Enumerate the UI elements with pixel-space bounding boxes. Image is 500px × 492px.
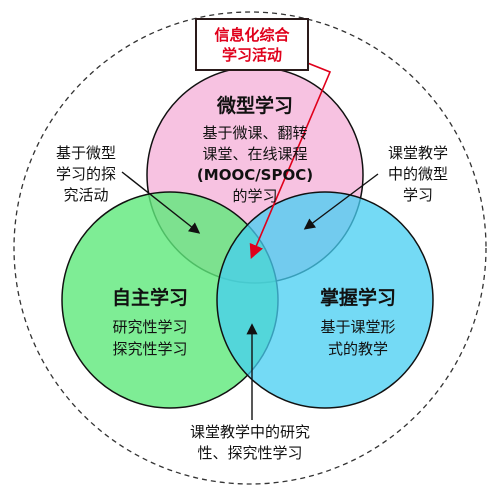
bottom-callout-line-1: 课堂教学中的研究 xyxy=(189,423,310,441)
mastery-learning-circle xyxy=(216,191,434,409)
left-callout-line-3: 究活动 xyxy=(63,186,109,204)
micro-learning-desc: 基于微课、翻转 课堂、在线课程 (MOOC/SPOC) 的学习 xyxy=(170,123,340,207)
left-callout-arrow xyxy=(121,171,201,234)
autonomous-learning-desc: 研究性学习 探究性学习 xyxy=(80,316,220,360)
micro-line-4: 的学习 xyxy=(232,187,278,205)
right-callout-arrow xyxy=(303,173,379,230)
micro-line-2: 课堂、在线课程 xyxy=(202,145,308,163)
mastery-learning-title: 掌握学习 xyxy=(319,287,396,309)
left-callout: 基于微型 学习的探 究活动 xyxy=(36,143,136,206)
right-callout-line-3: 学习 xyxy=(402,186,433,204)
title-line-2: 学习活动 xyxy=(221,45,282,64)
title-line-1: 信息化综合 xyxy=(214,25,290,44)
left-callout-line-1: 基于微型 xyxy=(55,144,116,162)
autonomous-learning-title: 自主学习 xyxy=(111,287,188,309)
micro-learning-title: 微型学习 xyxy=(216,95,293,117)
bottom-callout-line-2: 性、探究性学习 xyxy=(197,444,303,462)
center-title-box: 信息化综合 学习活动 xyxy=(195,18,309,71)
right-callout: 课堂教学 中的微型 学习 xyxy=(368,143,468,206)
mastery-line-1: 基于课堂形 xyxy=(320,318,396,336)
autonomous-line-2: 探究性学习 xyxy=(112,340,188,358)
right-callout-line-2: 中的微型 xyxy=(387,165,448,183)
outer-dashed-circle xyxy=(13,11,487,485)
micro-line-1: 基于微课、翻转 xyxy=(202,124,308,142)
autonomous-line-1: 研究性学习 xyxy=(112,318,188,336)
micro-line-3: (MOOC/SPOC) xyxy=(196,166,314,184)
title-to-center-arrow xyxy=(249,59,332,259)
bottom-callout: 课堂教学中的研究 性、探究性学习 xyxy=(150,422,350,464)
mastery-learning-desc: 基于课堂形 式的教学 xyxy=(290,316,426,360)
mastery-line-2: 式的教学 xyxy=(327,340,388,358)
right-callout-line-1: 课堂教学 xyxy=(387,144,448,162)
left-callout-line-2: 学习的探 xyxy=(55,165,116,183)
